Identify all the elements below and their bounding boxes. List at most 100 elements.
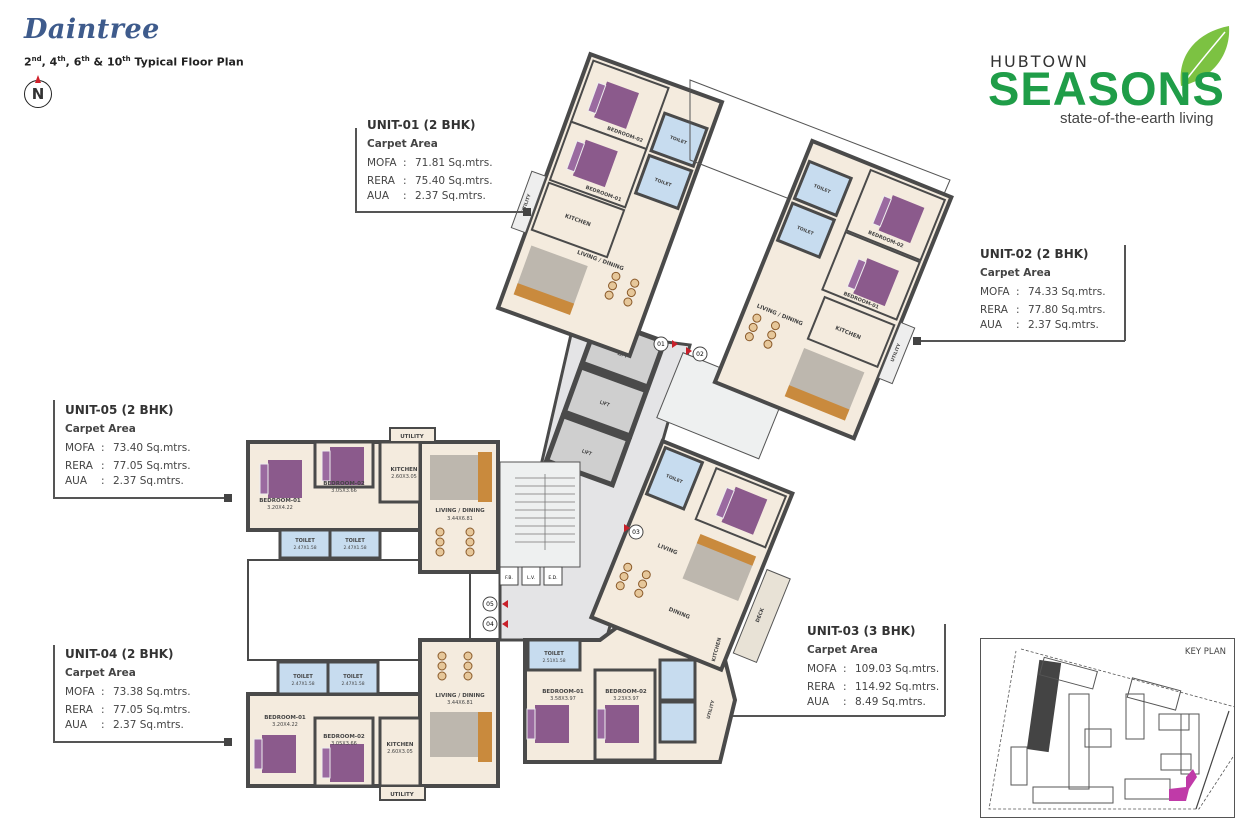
room-label: TOILET <box>669 135 688 147</box>
separator: : <box>101 460 105 472</box>
unit-title: UNIT-02 (2 BHK) <box>980 247 1089 261</box>
area-key: AUA <box>65 475 88 487</box>
area-key: MOFA <box>807 663 837 675</box>
floor-number: 10 <box>106 55 123 69</box>
leader-line <box>733 715 945 717</box>
developer-name: HUBTOWN <box>990 52 1089 71</box>
unit-05-info: UNIT-05 (2 BHK) Carpet Area MOFA:73.40 S… <box>65 403 191 489</box>
separator: : <box>101 719 105 731</box>
entry-05: 05 <box>482 596 508 612</box>
room-label: TOILET <box>345 538 365 544</box>
leaf-icon <box>1180 26 1230 86</box>
area-key: MOFA <box>65 686 95 698</box>
area-value: 8.49 Sq.mtrs. <box>855 696 926 708</box>
ed-label: E.D. <box>548 575 557 581</box>
area-value: 73.38 Sq.mtrs. <box>113 686 191 698</box>
unit-02-plan: KITCHEN LIVING / DINING BEDROOM-02 BEDRO… <box>712 138 954 441</box>
room-label: TOILET <box>544 651 564 657</box>
room-label: LIVING / DINING <box>435 508 485 514</box>
entry-number: 02 <box>696 351 704 358</box>
fire-box-label: F.B. <box>505 575 513 581</box>
room-label: TOILET <box>295 538 315 544</box>
brand-name: SEASONS <box>988 62 1225 115</box>
entry-01: 01 <box>653 336 678 352</box>
area-key: RERA <box>980 304 1008 316</box>
staircase: F.B. L.V. E.D. <box>499 461 581 586</box>
area-value: 2.37 Sq.mtrs. <box>415 190 486 202</box>
room-label: TOILET <box>293 674 313 680</box>
leader-line <box>355 128 357 212</box>
unit-04-plan: BEDROOM-01 3.20X4.22 BEDROOM-02 3.05X3.6… <box>246 638 500 801</box>
floor-number: 4 <box>49 55 58 69</box>
separator: : <box>101 475 105 487</box>
room-size: 3.58X3.97 <box>550 696 576 702</box>
carpet-area-label: Carpet Area <box>65 667 136 679</box>
area-key: RERA <box>65 704 93 716</box>
leader-line <box>1124 245 1126 341</box>
room-size: 2.60X3.05 <box>391 474 417 480</box>
room-label: BEDROOM-02 <box>323 481 365 487</box>
hubtown-seasons-logo: HUBTOWN SEASONS state-of-the-earth livin… <box>988 24 1238 127</box>
room-size: 2.47X1.58 <box>341 681 364 687</box>
room-size: 3.20X4.22 <box>272 722 298 728</box>
leader-line <box>53 645 55 742</box>
separator: : <box>843 663 847 675</box>
separator: : <box>1016 286 1020 298</box>
unit-01-plan: KITCHEN LIVING / DINING BEDROOM-02 BEDRO… <box>495 51 725 359</box>
entry-markers: 01 02 03 05 04 <box>482 336 708 632</box>
separator: : <box>101 442 105 454</box>
leader-line <box>53 400 55 498</box>
leader-line <box>355 211 525 213</box>
north-label: N <box>31 85 45 103</box>
area-key: AUA <box>980 319 1003 331</box>
area-value: 73.40 Sq.mtrs. <box>113 442 191 454</box>
floor-number: 6 <box>73 55 82 69</box>
carpet-area-label: Carpet Area <box>807 644 878 656</box>
area-key: RERA <box>807 681 835 693</box>
room-size: 2.47X1.58 <box>343 545 366 551</box>
entry-04: 04 <box>482 616 508 632</box>
unit-02-info: UNIT-02 (2 BHK) Carpet Area MOFA:74.33 S… <box>980 247 1106 333</box>
separator: : <box>101 704 105 716</box>
separator: : <box>843 681 847 693</box>
area-value: 2.37 Sq.mtrs. <box>113 719 184 731</box>
entry-03: 03 <box>624 524 644 540</box>
key-plan-title: KEY PLAN <box>1184 647 1226 657</box>
area-key: MOFA <box>65 442 95 454</box>
unit-title: UNIT-03 (3 BHK) <box>807 624 916 638</box>
floor-number: 2 <box>24 55 32 69</box>
room-label: BEDROOM-01 <box>259 498 301 504</box>
room-label: UTILITY <box>706 699 717 720</box>
room-label: LIVING / DINING <box>435 693 485 699</box>
area-value: 74.33 Sq.mtrs. <box>1028 286 1106 298</box>
room-size: 3.44X6.81 <box>447 516 473 522</box>
unit-03-info: UNIT-03 (3 BHK) Carpet Area MOFA:109.03 … <box>807 624 939 710</box>
unit-title: UNIT-01 (2 BHK) <box>367 118 476 132</box>
unit-title: UNIT-05 (2 BHK) <box>65 403 174 417</box>
room-size: 2.47X1.58 <box>291 681 314 687</box>
leader-line <box>53 741 225 743</box>
north-arrow-icon: N <box>24 75 52 108</box>
entry-number: 04 <box>486 621 494 628</box>
lift-label: LIFT <box>616 351 628 360</box>
area-value: 77.05 Sq.mtrs. <box>113 460 191 472</box>
entry-number: 01 <box>657 341 665 348</box>
room-size: 3.05X3.66 <box>331 741 357 747</box>
room-size: 3.44X6.81 <box>447 700 473 706</box>
room-size: 2.47X1.58 <box>293 545 316 551</box>
lv-label: L.V. <box>527 575 535 581</box>
area-value: 2.37 Sq.mtrs. <box>1028 319 1099 331</box>
carpet-area-label: Carpet Area <box>980 267 1051 279</box>
area-key: AUA <box>367 190 390 202</box>
room-label: BEDROOM-01 <box>542 689 584 695</box>
area-value: 71.81 Sq.mtrs. <box>415 157 493 169</box>
area-value: 2.37 Sq.mtrs. <box>113 475 184 487</box>
room-label: DECK <box>755 606 767 623</box>
entry-number: 03 <box>632 529 640 536</box>
tagline: state-of-the-earth living <box>1060 110 1214 127</box>
leader-dot <box>224 494 232 502</box>
separator: : <box>403 175 407 187</box>
unit-01-info: UNIT-01 (2 BHK) Carpet Area MOFA:71.81 S… <box>367 118 493 204</box>
area-value: 77.05 Sq.mtrs. <box>113 704 191 716</box>
